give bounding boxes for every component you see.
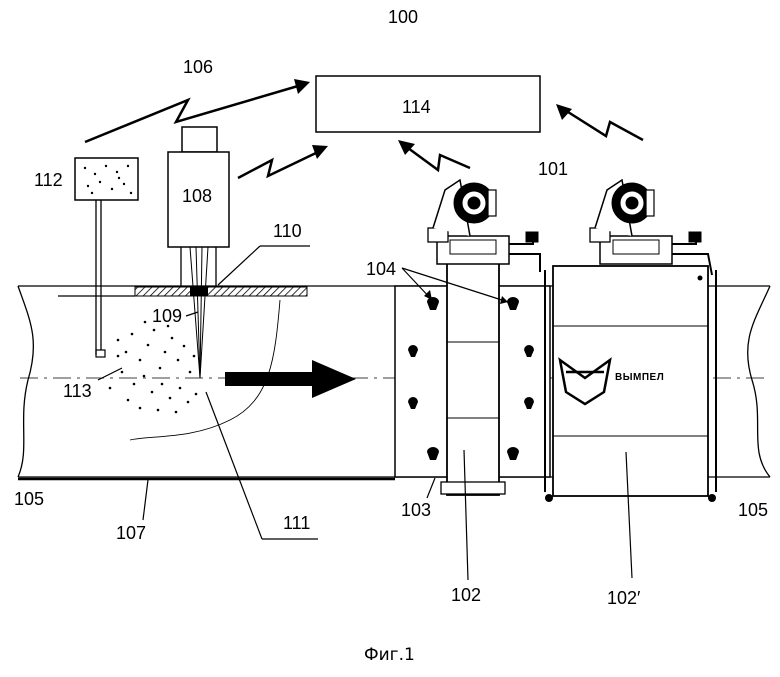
ref-105-left: 105 — [14, 490, 44, 508]
sensor-112 — [75, 158, 138, 357]
unit-102-prime — [545, 266, 716, 502]
actuator-101 — [428, 180, 540, 272]
ref-107: 107 — [116, 524, 146, 542]
hatched-wall-section — [135, 287, 307, 296]
ref-103: 103 — [401, 501, 431, 519]
ref-109: 109 — [152, 307, 182, 325]
ref-104: 104 — [366, 260, 396, 278]
ref-108: 108 — [182, 187, 212, 205]
figure-caption: Фиг.1 — [364, 647, 415, 664]
ref-113: 113 — [63, 382, 92, 400]
ref-102-prime: 102′ — [607, 589, 640, 607]
ref-101: 101 — [538, 160, 568, 178]
ref-106: 106 — [183, 58, 213, 76]
flow-arrow — [225, 360, 356, 398]
ref-105-right: 105 — [738, 501, 768, 519]
ref-114: 114 — [402, 98, 431, 116]
ref-111: 111 — [283, 514, 310, 532]
ref-112: 112 — [34, 171, 63, 189]
particle-cloud — [109, 321, 198, 414]
ref-110: 110 — [273, 222, 302, 240]
belt-102 — [441, 260, 505, 495]
device-108 — [168, 127, 229, 378]
brand-text: ВЫМПЕЛ — [615, 373, 664, 383]
ref-100: 100 — [388, 8, 418, 26]
actuator-right — [590, 180, 712, 275]
ref-102: 102 — [451, 586, 481, 604]
